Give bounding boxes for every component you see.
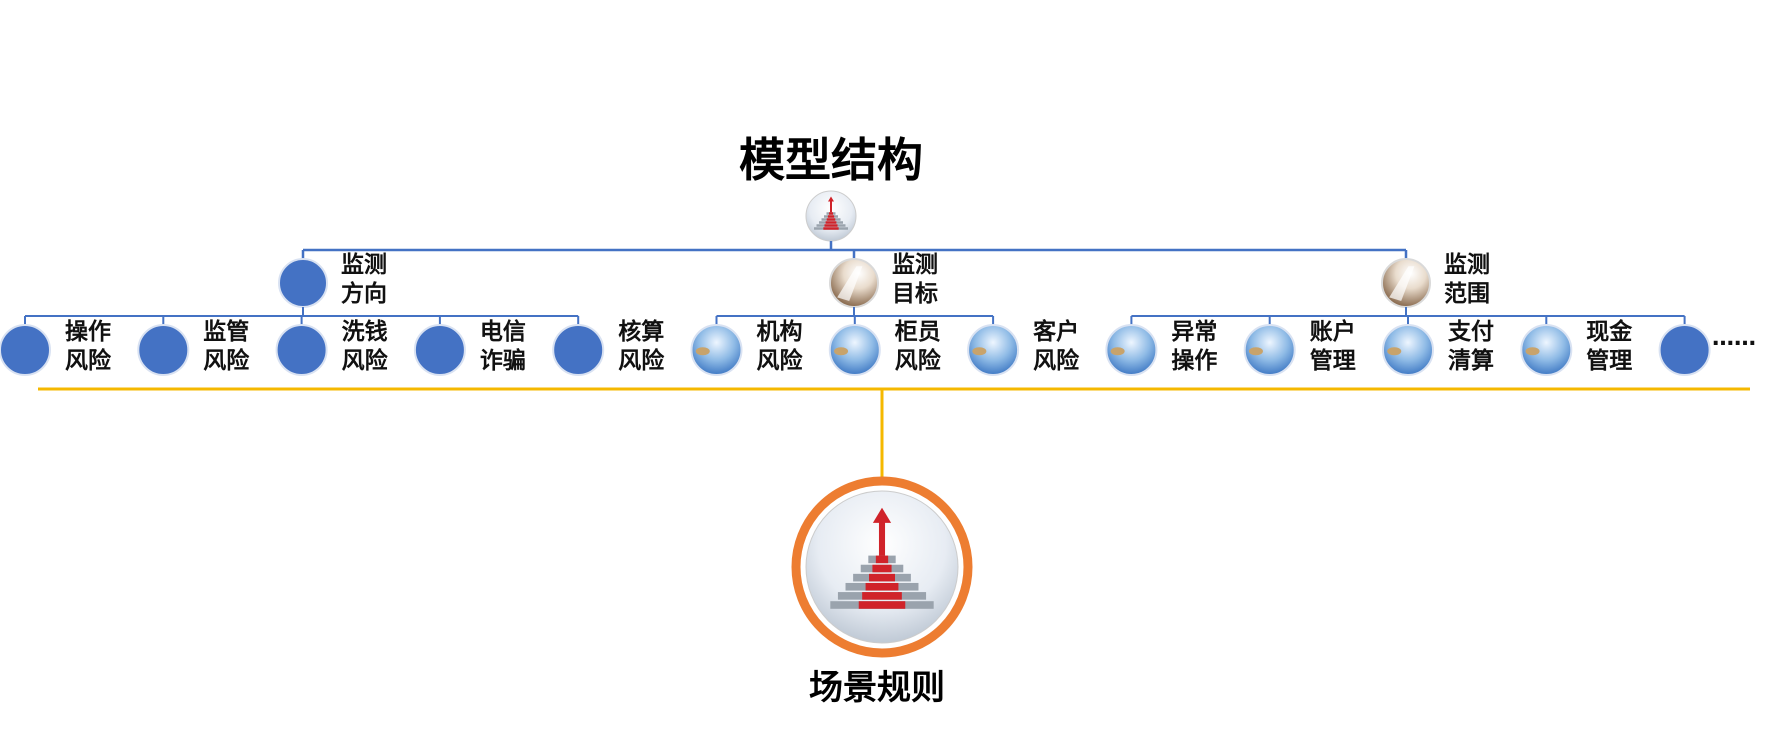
- sky-photo-icon-detail: [1248, 347, 1263, 356]
- sky-photo-icon: [1243, 324, 1296, 376]
- red-carpet-step: [872, 564, 892, 573]
- child-label: 操作风险: [65, 318, 111, 376]
- label-line: 风险: [1033, 348, 1080, 374]
- child-label: 柜员风险: [895, 318, 941, 376]
- more-indicator: ……: [1712, 326, 1756, 351]
- child-label: 电信诈骗: [480, 318, 526, 376]
- label-line: 管理: [1309, 348, 1356, 374]
- group-label: 监测目标: [892, 251, 938, 309]
- child-label: 账户管理: [1310, 318, 1356, 376]
- group-label: 监测方向: [341, 251, 387, 309]
- blue-circle-node: [137, 324, 190, 376]
- label-line: 柜员: [894, 319, 941, 345]
- sky-photo-icon-detail: [695, 347, 710, 356]
- sky-photo-icon: [1382, 324, 1434, 376]
- label-line: 管理: [1586, 348, 1633, 374]
- red-carpet-step: [827, 215, 835, 218]
- blue-circle-node: [413, 324, 466, 376]
- sky-photo-icon: [1520, 324, 1573, 376]
- label-line: 风险: [618, 348, 665, 374]
- child-label: 机构风险: [757, 318, 803, 376]
- blue-circle-node: [1658, 324, 1711, 376]
- red-carpet-step: [823, 227, 839, 230]
- label-line: 风险: [203, 348, 250, 374]
- group-label: 监测范围: [1444, 251, 1490, 309]
- label-line: 监测: [1444, 252, 1490, 278]
- label-line: 目标: [892, 281, 938, 307]
- light-beam-ray: [1389, 266, 1415, 301]
- child-label: 支付清算: [1448, 318, 1494, 376]
- label-line: 清算: [1448, 348, 1494, 374]
- red-carpet-step: [824, 224, 838, 227]
- sky-photo-icon-detail: [1525, 347, 1540, 356]
- sky-photo-icon-detail: [834, 347, 849, 356]
- label-line: 监管: [203, 319, 250, 345]
- label-line: 异常: [1171, 319, 1218, 345]
- label-line: 方向: [341, 281, 387, 307]
- arrow-up-icon: [828, 196, 834, 202]
- label-line: 账户: [1309, 319, 1356, 345]
- root-caption: 场景规则: [809, 668, 945, 708]
- label-line: 客户: [1033, 319, 1080, 345]
- red-carpet-step: [875, 555, 889, 564]
- blue-circle-node: [0, 324, 51, 376]
- sky-photo-icon: [690, 324, 743, 376]
- label-line: 风险: [756, 348, 803, 374]
- red-carpet-step: [858, 601, 906, 609]
- sky-photo-icon: [828, 324, 881, 376]
- label-line: 监测: [341, 252, 387, 278]
- light-beam-ray: [837, 266, 863, 301]
- label-line: 操作: [65, 319, 111, 345]
- diagram-title: 模型结构: [739, 133, 923, 187]
- label-line: 电信: [479, 319, 526, 345]
- label-line: 风险: [894, 348, 941, 374]
- sky-photo-icon: [967, 324, 1020, 376]
- sky-photo-icon-detail: [1387, 347, 1402, 356]
- red-carpet-step: [869, 573, 895, 582]
- sky-photo-icon: [1105, 324, 1158, 376]
- label-line: 诈骗: [479, 348, 526, 374]
- label-line: 风险: [65, 348, 111, 374]
- red-carpet-step: [865, 582, 899, 591]
- child-label: 监管风险: [203, 318, 249, 376]
- child-label: 客户风险: [1033, 318, 1079, 376]
- label-line: 支付: [1448, 319, 1494, 345]
- sky-photo-icon-detail: [1110, 347, 1125, 356]
- label-line: 洗钱: [341, 319, 388, 345]
- label-line: 范围: [1444, 281, 1490, 307]
- child-label: 核算风险: [618, 318, 664, 376]
- label-line: 操作: [1171, 348, 1218, 374]
- label-line: 风险: [341, 348, 388, 374]
- blue-circle-node: [278, 258, 328, 308]
- child-label: 异常操作: [1171, 318, 1217, 376]
- red-carpet-step: [826, 218, 836, 221]
- arrow-shaft: [878, 521, 886, 556]
- label-line: 机构: [756, 319, 803, 345]
- red-carpet-step: [825, 221, 837, 224]
- label-line: 核算: [618, 319, 665, 345]
- arrow-shaft: [830, 201, 832, 213]
- blue-circle-node: [275, 324, 328, 376]
- blue-circle-node: [552, 324, 605, 376]
- label-line: 监测: [892, 252, 938, 278]
- child-label: 洗钱风险: [342, 318, 388, 376]
- red-carpet-step: [862, 592, 902, 600]
- child-label: 现金管理: [1586, 318, 1632, 376]
- label-line: 现金: [1586, 319, 1633, 345]
- sky-photo-icon-detail: [972, 347, 987, 356]
- arrow-up-icon: [872, 507, 892, 523]
- red-carpet-step: [828, 212, 834, 215]
